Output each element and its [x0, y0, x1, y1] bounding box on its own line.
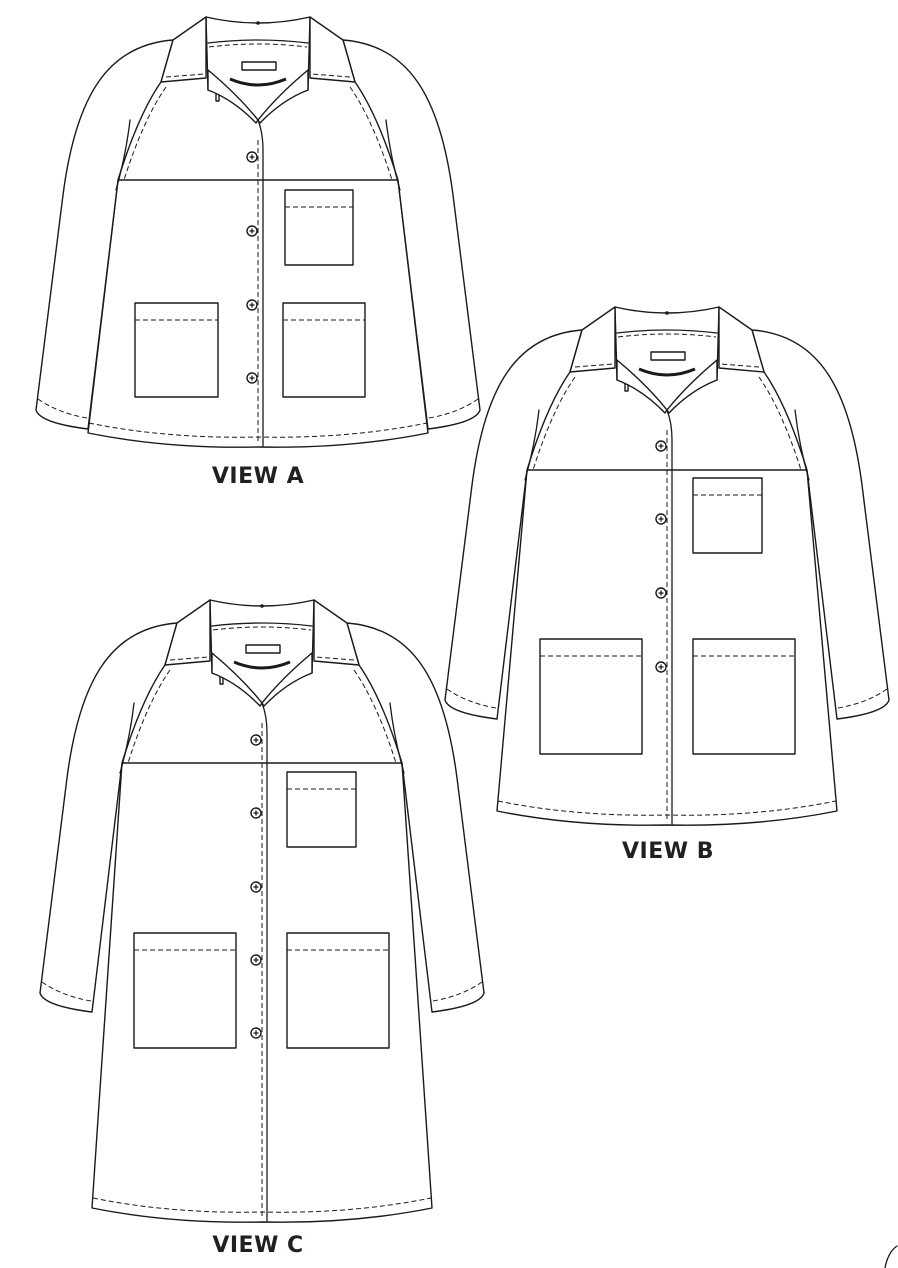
sleeve-hem-topstitch — [428, 398, 479, 419]
label-tag — [241, 61, 277, 71]
collar-topstitch — [719, 363, 760, 368]
view-b-label: VIEW B — [622, 839, 714, 864]
raglan-topstitch — [349, 86, 393, 181]
button-holes — [658, 516, 664, 522]
left-lapel — [616, 359, 668, 414]
label-tag — [245, 644, 281, 654]
right-collar — [309, 16, 356, 83]
button-holes — [249, 228, 255, 234]
left-lapel — [211, 652, 263, 707]
patch-pocket — [282, 302, 366, 398]
patch-pocket — [539, 638, 643, 755]
button-holes — [249, 154, 255, 160]
left-sleeve — [346, 622, 485, 1013]
inner-collar-line — [207, 39, 309, 44]
inner-collar-topstitch — [617, 333, 717, 338]
button-holes — [658, 664, 664, 670]
left-collar — [569, 306, 616, 373]
raglan-topstitch — [532, 376, 576, 471]
neckline-band — [229, 77, 287, 87]
neckline-band — [638, 367, 696, 377]
raglan-topstitch — [127, 669, 171, 764]
front-edge — [257, 119, 264, 447]
left-lapel — [207, 69, 259, 124]
button-holes — [658, 590, 664, 596]
raglan-topstitch — [758, 376, 802, 471]
view-c-label: VIEW C — [212, 1233, 304, 1258]
button-holes — [253, 810, 259, 816]
sleeve-hem-topstitch — [432, 981, 483, 1002]
collar-topstitch — [169, 656, 210, 661]
collar-topstitch — [165, 73, 206, 78]
right-sleeve — [39, 622, 178, 1013]
collar-topstitch — [310, 73, 351, 78]
button-holes — [253, 1030, 259, 1036]
neckline-band — [233, 660, 291, 670]
patch-pocket — [133, 932, 237, 1049]
sleeve-fold-line — [389, 702, 405, 774]
patch-pocket — [692, 477, 763, 554]
front-edge — [666, 409, 673, 825]
sleeve-hem-topstitch — [41, 981, 92, 1002]
raglan-topstitch — [123, 86, 167, 181]
sleeve-fold-line — [115, 119, 131, 191]
inner-collar-topstitch — [212, 626, 312, 631]
sleeve-fold-line — [385, 119, 401, 191]
view-a-drawing — [35, 16, 481, 448]
button-holes — [249, 302, 255, 308]
body-front — [91, 762, 433, 1223]
right-sleeve — [444, 329, 583, 720]
patch-pocket — [692, 638, 796, 755]
patch-pocket — [286, 932, 390, 1049]
sleeve-hem-topstitch — [837, 688, 888, 709]
center-back-notch — [256, 21, 260, 25]
center-back-notch — [665, 311, 669, 315]
patch-pocket — [134, 302, 219, 398]
view-c-drawing — [39, 599, 485, 1223]
label-tag — [650, 351, 686, 361]
front-edge — [261, 702, 268, 1222]
patch-pocket — [284, 189, 354, 266]
inner-collar-topstitch — [208, 43, 308, 48]
collar-topstitch — [574, 363, 615, 368]
right-collar — [718, 306, 765, 373]
left-collar — [160, 16, 207, 83]
sleeve-fold-line — [524, 409, 540, 481]
button-holes — [253, 737, 259, 743]
sleeve-hem-topstitch — [446, 688, 497, 709]
page-corner-curve — [884, 1245, 898, 1268]
sleeve-fold-line — [794, 409, 810, 481]
patch-pocket — [286, 771, 357, 848]
right-collar — [313, 599, 360, 666]
button-holes — [249, 375, 255, 381]
sleeve-fold-line — [119, 702, 135, 774]
raglan-topstitch — [353, 669, 397, 764]
inner-collar-line — [616, 329, 718, 334]
right-sleeve — [35, 39, 174, 430]
inner-collar-line — [211, 622, 313, 627]
view-b-drawing — [444, 306, 890, 826]
button-holes — [658, 443, 664, 449]
collar-topstitch — [314, 656, 355, 661]
left-sleeve — [342, 39, 481, 430]
center-back-notch — [260, 604, 264, 608]
left-sleeve — [751, 329, 890, 720]
button-holes — [253, 957, 259, 963]
view-a-label: VIEW A — [211, 464, 305, 489]
sleeve-hem-topstitch — [37, 398, 88, 419]
left-collar — [164, 599, 211, 666]
button-holes — [253, 884, 259, 890]
